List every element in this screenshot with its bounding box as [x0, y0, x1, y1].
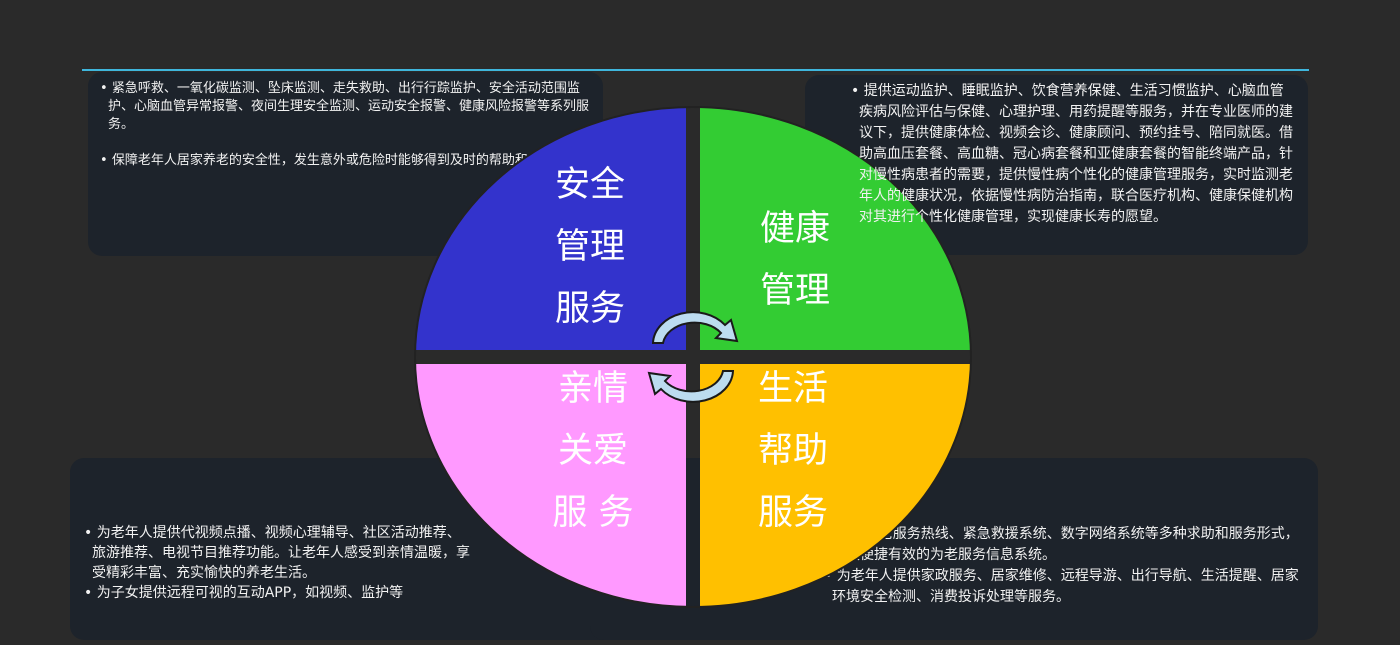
quadrant-life — [700, 364, 971, 607]
life-text-2: 为老年人提供家政服务、居家维修、远程导游、出行导航、生活提醒、居家环境安全检测、… — [822, 566, 1308, 608]
life-text-1: 建立为老服务热线、紧急救援系统、数字网络系统等多种求助和服务形式，建设便捷有效的… — [822, 524, 1308, 566]
title-line: 管理 — [759, 271, 830, 311]
cycle-arrows-icon — [647, 311, 739, 403]
quadrant-family-title: 亲情 关爱 服 务 — [543, 358, 643, 544]
safety-text-1: 紧急呼救、一氧化碳监测、坠床监测、走失救助、出行行踪监护、安全活动范围监护、心脑… — [98, 80, 593, 134]
title-line: 亲情 — [557, 369, 628, 409]
title-line: 健康 — [759, 209, 830, 249]
health-panel-text: 提供运动监护、睡眠监护、饮食营养保健、生活习惯监护、心脑血管疾病风险评估与保健、… — [805, 75, 1308, 255]
family-text-2: 为子女提供远程可视的互动APP，如视频、监护等 — [82, 583, 470, 603]
title-line: 服 务 — [552, 493, 634, 533]
title-line: 服务 — [554, 289, 625, 329]
quadrant-safety-title: 安全 管理 服务 — [545, 154, 635, 340]
title-line: 服务 — [757, 493, 828, 533]
quadrant-life-title: 生活 帮助 服务 — [748, 358, 838, 544]
title-line: 安全 — [554, 165, 625, 205]
title-line: 生活 — [757, 369, 828, 409]
title-line: 关爱 — [557, 431, 628, 471]
family-text-1: 为老年人提供代视频点播、视频心理辅导、社区活动推荐、旅游推荐、电视节目推荐功能。… — [82, 523, 470, 583]
title-line: 管理 — [554, 227, 625, 267]
top-divider-line — [82, 69, 1309, 71]
health-text-1: 提供运动监护、睡眠监护、饮食营养保健、生活习惯监护、心脑血管疾病风险评估与保健、… — [849, 81, 1294, 228]
title-line: 帮助 — [757, 431, 828, 471]
quadrant-safety — [415, 107, 686, 350]
quadrant-health-title: 健康 管理 — [750, 198, 840, 322]
safety-text-2: 保障老年人居家养老的安全性，发生意外或危险时能够得到及时的帮助和救治。 — [98, 152, 593, 170]
